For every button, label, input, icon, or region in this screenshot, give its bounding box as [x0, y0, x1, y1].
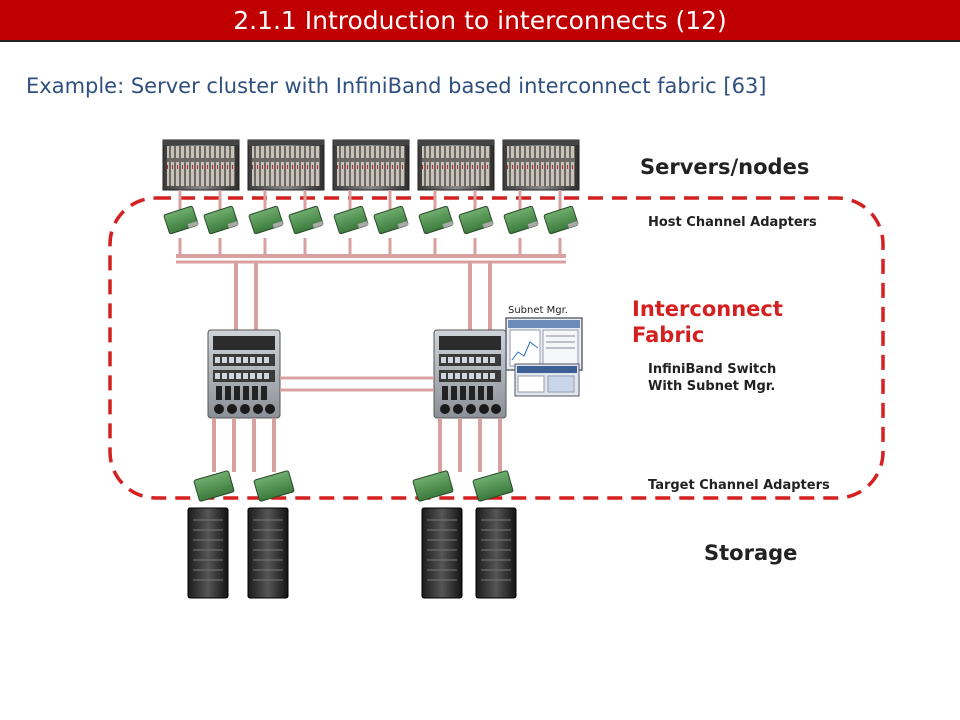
tca-card	[193, 470, 235, 502]
infiniband-switch-right	[433, 329, 507, 419]
server-rack	[417, 139, 495, 191]
server-rack	[162, 139, 240, 191]
switch-label-line1: InfiniBand Switch	[648, 362, 777, 377]
host-channel-adapters	[163, 205, 579, 235]
interconnect-fabric-label-line2: Fabric	[632, 323, 705, 347]
hca-card	[203, 205, 239, 235]
title-bar: 2.1.1 Introduction to interconnects (12)	[0, 0, 960, 42]
storage-tower	[187, 507, 229, 599]
fabric-boundary	[108, 196, 885, 500]
hca-card	[248, 205, 284, 235]
hca-card	[288, 205, 324, 235]
hca-card	[543, 205, 579, 235]
storage-tower	[475, 507, 517, 599]
tca-card	[253, 470, 295, 502]
interconnect-fabric-label-line1: Interconnect	[632, 297, 783, 321]
target-channel-adapters	[193, 470, 514, 502]
target-channel-adapters-label: Target Channel Adapters	[648, 478, 830, 493]
server-rack	[502, 139, 580, 191]
storage-towers	[187, 507, 517, 599]
subnet-manager-label: Subnet Mgr.	[508, 305, 568, 316]
slide-title: 2.1.1 Introduction to interconnects (12)	[233, 6, 727, 35]
storage-tower	[421, 507, 463, 599]
tca-card	[412, 470, 454, 502]
server-rack	[247, 139, 325, 191]
storage-label: Storage	[704, 541, 798, 565]
title-band	[0, 0, 960, 40]
storage-tower	[247, 507, 289, 599]
switch-label-line2: With Subnet Mgr.	[648, 379, 776, 394]
hca-card	[163, 205, 199, 235]
hca-card	[373, 205, 409, 235]
bus-switch-links	[234, 262, 492, 332]
hca-card	[503, 205, 539, 235]
hca-card	[458, 205, 494, 235]
servers-label: Servers/nodes	[640, 155, 810, 179]
infiniband-switch-left	[207, 329, 281, 419]
hca-card	[333, 205, 369, 235]
server-rack	[332, 139, 410, 191]
server-racks	[162, 139, 580, 191]
tca-card	[472, 470, 514, 502]
hca-card	[418, 205, 454, 235]
switch-tca-links	[212, 418, 502, 472]
server-hca-links	[178, 190, 562, 212]
title-rule	[0, 40, 960, 42]
inter-switch-links	[280, 376, 434, 392]
slide-subtitle: Example: Server cluster with InfiniBand …	[26, 74, 767, 98]
host-channel-adapters-label: Host Channel Adapters	[648, 215, 817, 230]
subnet-manager-monitor	[505, 317, 583, 397]
